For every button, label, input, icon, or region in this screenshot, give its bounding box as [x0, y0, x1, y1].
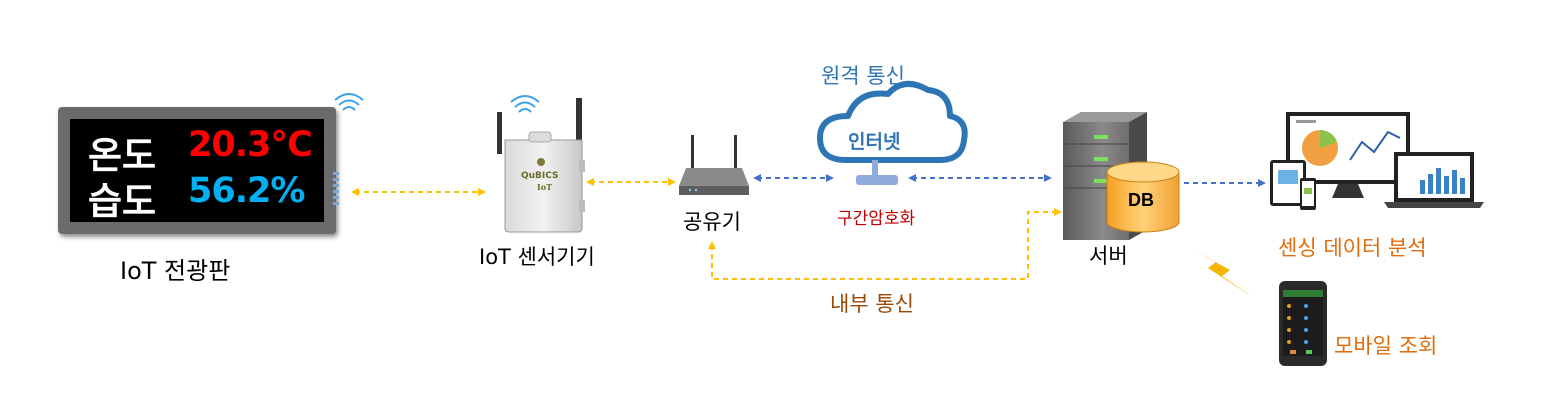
encryption-label: 구간암호화: [837, 209, 916, 229]
humidity-value: 56.2%: [188, 171, 305, 211]
link-internal: [708, 208, 1062, 280]
wifi-icon: [334, 93, 364, 111]
sensor-brand-sub: IoT: [537, 182, 553, 192]
display-screen: 온도 20.3℃ 습도 56.2%: [70, 119, 324, 223]
lightning-icon: [1186, 246, 1254, 298]
router-icon: [679, 135, 749, 195]
humidity-label: 습도: [88, 180, 157, 223]
iot-display-board: 온도 20.3℃ 습도 56.2%: [58, 107, 336, 234]
analytics-devices-icon: [1270, 112, 1484, 210]
temperature-label: 온도: [88, 134, 157, 177]
mobile-caption: 모바일 조회: [1334, 334, 1438, 358]
internal-comm-label: 내부 통신: [830, 292, 914, 316]
display-board-caption: IoT 전광판: [120, 257, 231, 285]
cloud-icon: [817, 81, 968, 185]
internet-label: 인터넷: [848, 131, 901, 153]
sensor-device-caption: IoT 센서기기: [479, 245, 595, 269]
server-caption: 서버: [1089, 244, 1128, 268]
wifi-icon: [510, 95, 540, 113]
iot-sensor-device-icon: [497, 98, 585, 233]
database-icon: [1106, 161, 1180, 233]
analytics-caption: 센싱 데이터 분석: [1278, 236, 1427, 260]
db-label: DB: [1128, 190, 1154, 210]
signal-bars-icon: [333, 172, 339, 205]
sensor-brand: QuBICS: [521, 171, 559, 181]
remote-comm-title: 원격 통신: [821, 64, 905, 88]
temperature-value: 20.3℃: [188, 125, 313, 165]
mobile-phone-icon: [1279, 281, 1327, 366]
router-caption: 공유기: [683, 210, 741, 234]
